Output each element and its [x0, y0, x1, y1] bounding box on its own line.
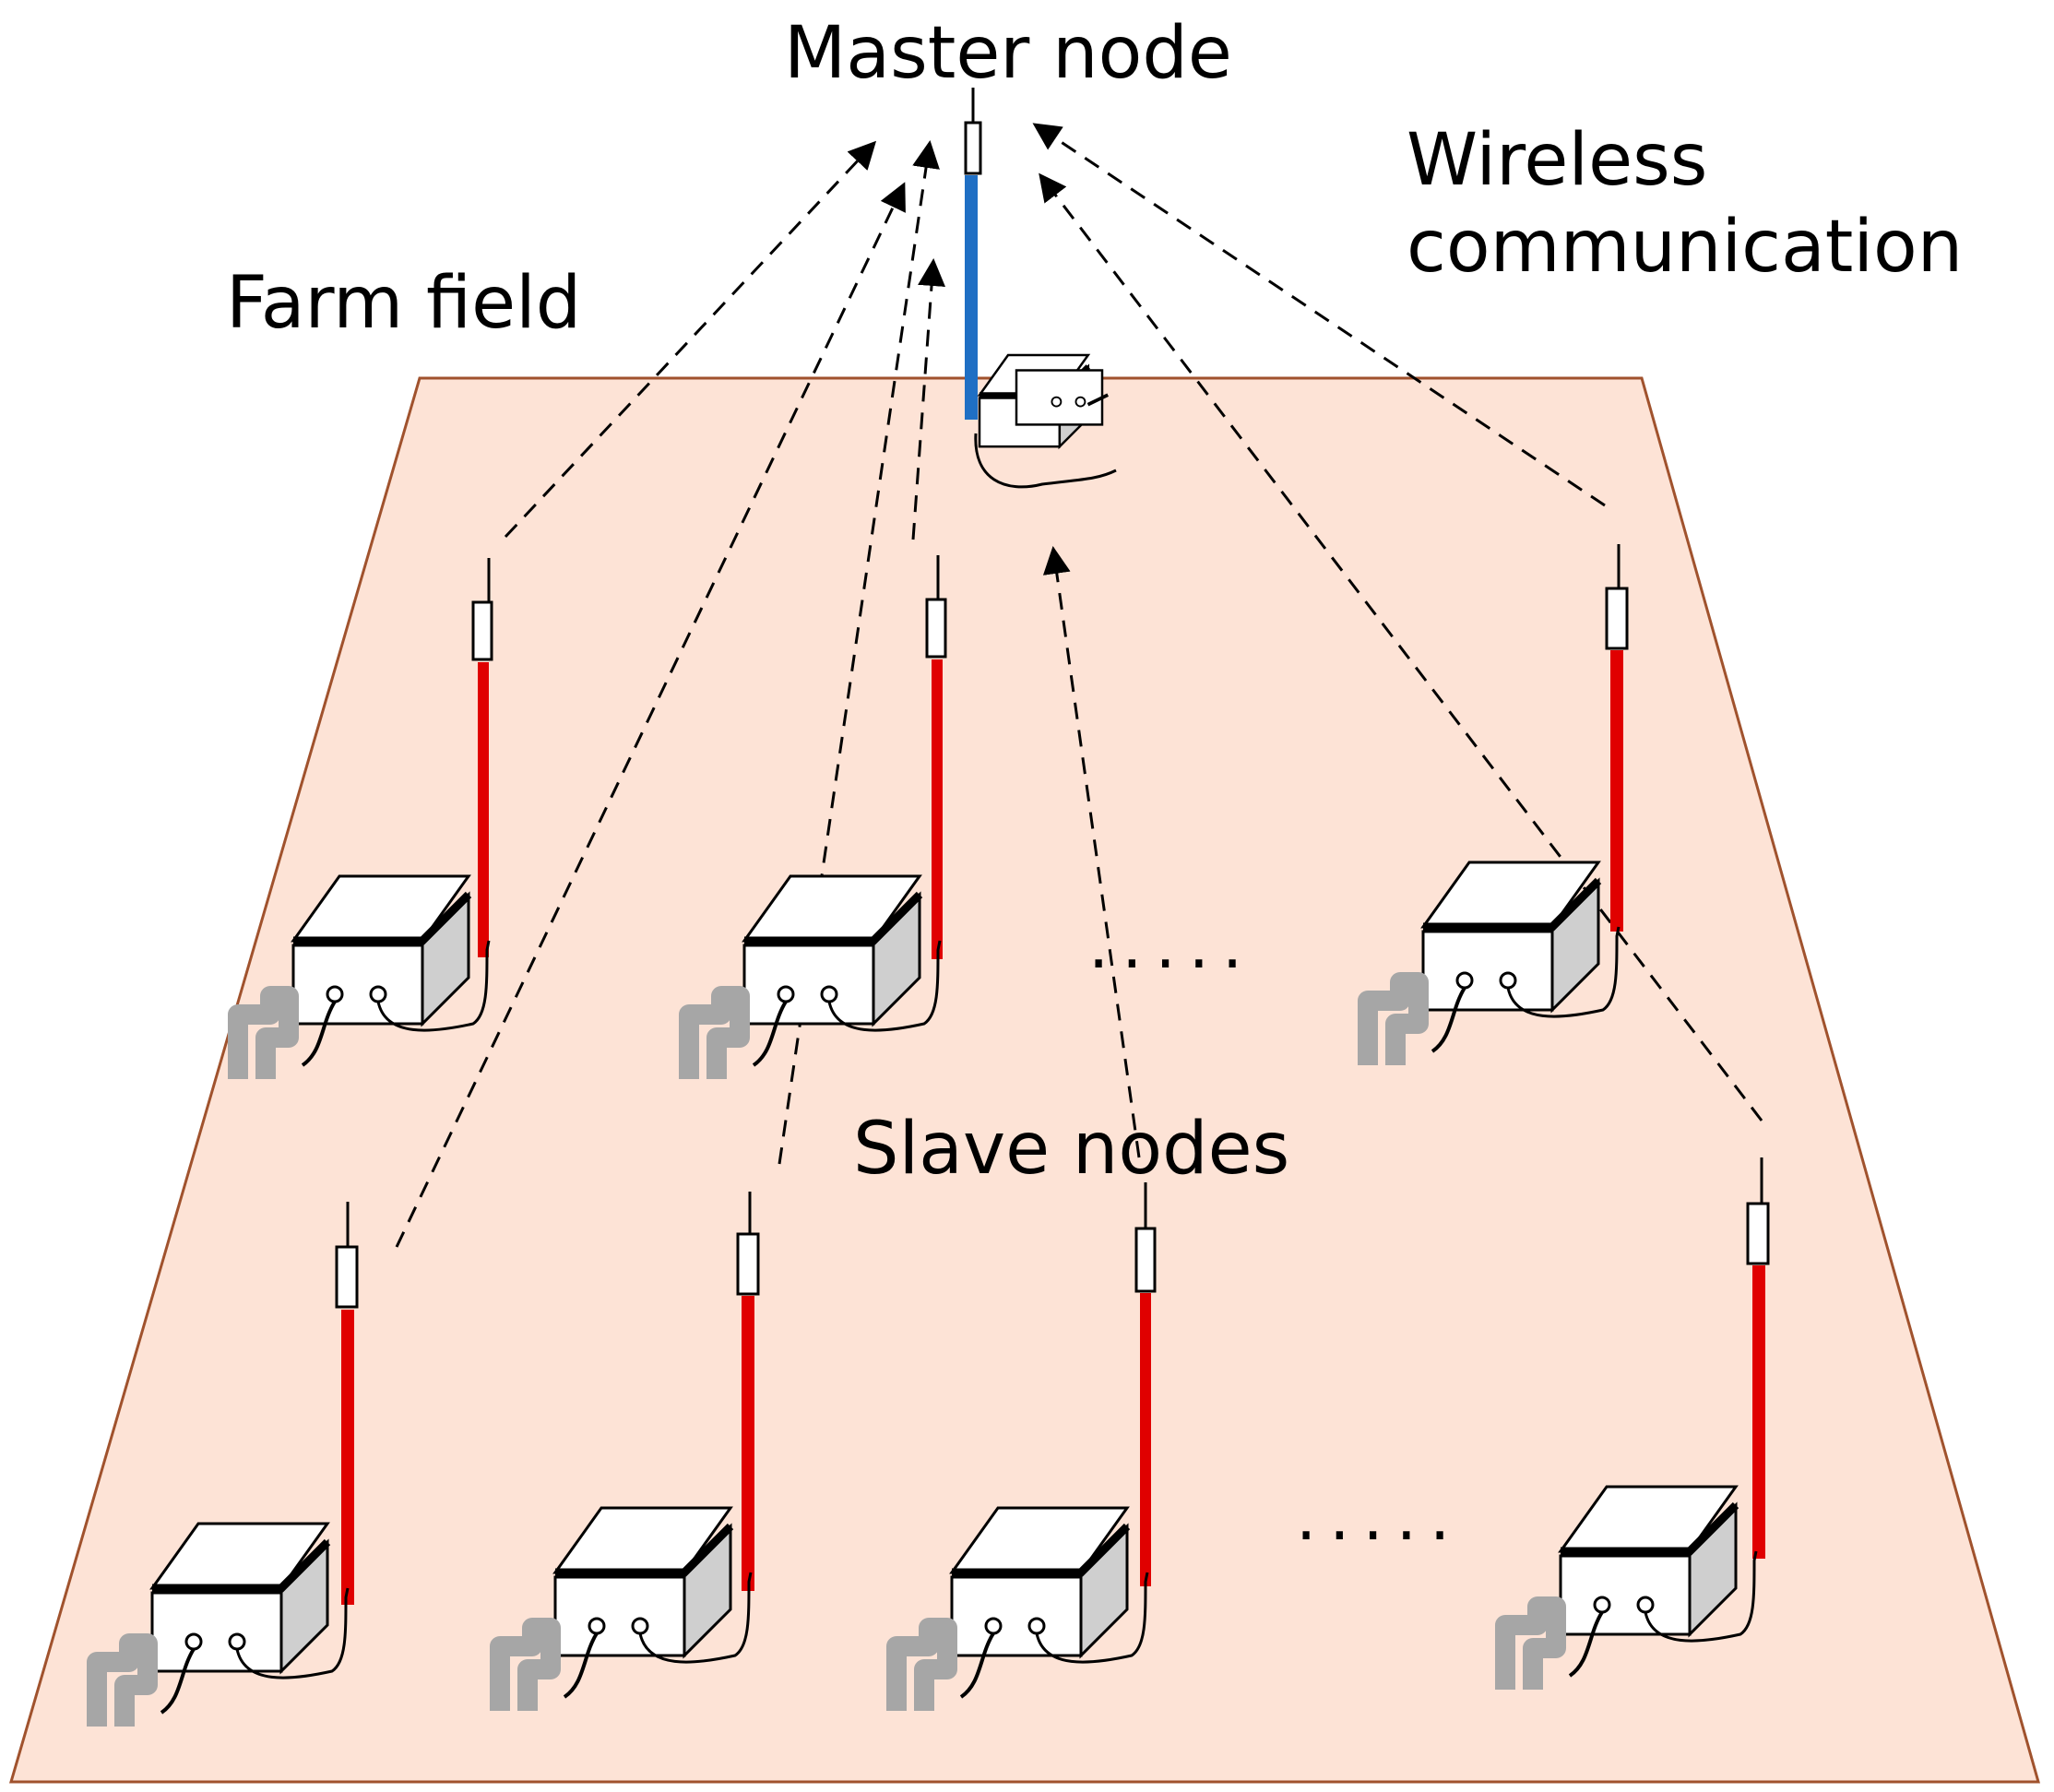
- wireless-line-1: Wireless: [1407, 119, 1708, 202]
- slave-node: [97, 1202, 359, 1727]
- link-arrow: [504, 140, 877, 539]
- link-arrow: [1042, 546, 1141, 1158]
- master-node-label: Master node: [784, 12, 1232, 95]
- wireless-communication-label: Wireless communication: [1407, 118, 1963, 291]
- link-arrow: [1032, 123, 1606, 507]
- slave-node: [689, 555, 945, 1079]
- slave-node: [896, 1182, 1155, 1711]
- slave-node: [1505, 1157, 1770, 1690]
- slave-node: [1368, 544, 1627, 1065]
- ellipsis-row-2: .....: [1296, 1479, 1464, 1555]
- ellipsis-row-1: .....: [1088, 908, 1256, 983]
- slave-node: [500, 1192, 758, 1711]
- wireless-line-2: communication: [1407, 205, 1964, 289]
- link-arrow: [1039, 172, 1763, 1121]
- master-node: [964, 88, 1117, 489]
- slave-node: [238, 558, 492, 1079]
- farm-field-label: Farm field: [226, 262, 582, 345]
- farm-field: [9, 376, 2040, 1784]
- link-arrow: [395, 182, 906, 1248]
- link-arrow: [911, 258, 945, 540]
- master-antenna-radio: [964, 121, 982, 175]
- master-antenna-pole: [965, 175, 978, 420]
- slave-nodes-label: Slave nodes: [853, 1108, 1290, 1191]
